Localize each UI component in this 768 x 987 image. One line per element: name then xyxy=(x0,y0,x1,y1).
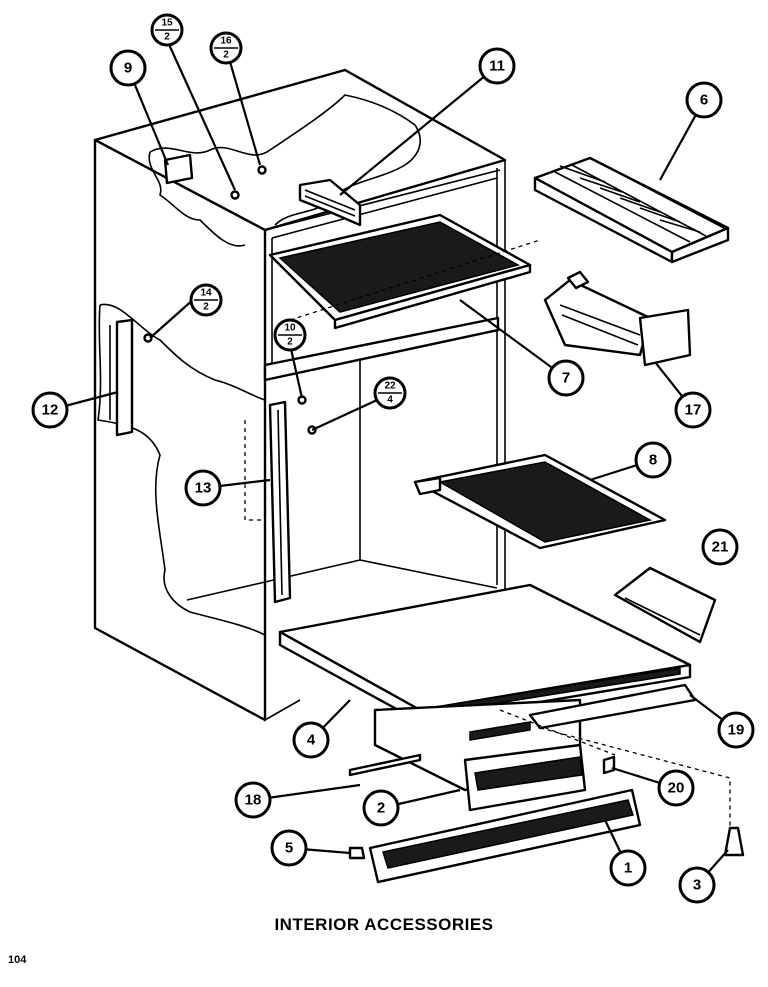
fraction-callout-22-4: 22 4 xyxy=(373,376,407,410)
svg-text:2: 2 xyxy=(287,337,293,348)
callout-11: 11 xyxy=(478,47,516,85)
svg-text:11: 11 xyxy=(489,58,505,75)
svg-text:2: 2 xyxy=(203,302,209,313)
svg-text:2: 2 xyxy=(377,800,385,817)
callout-1: 1 xyxy=(609,849,647,887)
ice-maker xyxy=(543,270,692,367)
callout-3: 3 xyxy=(678,866,716,904)
svg-text:7: 7 xyxy=(562,370,570,387)
callout-6: 6 xyxy=(685,81,723,119)
svg-text:8: 8 xyxy=(649,452,657,469)
callout-17: 17 xyxy=(674,391,712,429)
freezer-shelf xyxy=(268,213,532,330)
callout-21: 21 xyxy=(701,528,739,566)
diagram-caption: INTERIOR ACCESSORIES xyxy=(274,915,494,934)
callout-19: 19 xyxy=(717,711,755,749)
callout-20: 20 xyxy=(657,769,695,807)
crisper-cover xyxy=(278,583,692,724)
svg-text:16: 16 xyxy=(220,36,232,47)
svg-text:4: 4 xyxy=(307,732,316,749)
callout-13: 13 xyxy=(184,469,222,507)
refrigerator-cabinet xyxy=(93,68,507,722)
clip xyxy=(602,755,616,775)
svg-text:17: 17 xyxy=(685,402,702,419)
callout-7: 7 xyxy=(547,359,585,397)
svg-text:14: 14 xyxy=(200,288,212,299)
leveling-leg xyxy=(723,826,745,857)
callout-12: 12 xyxy=(31,391,69,429)
crisper-pan xyxy=(373,698,587,812)
callout-18: 18 xyxy=(234,781,272,819)
control-box xyxy=(163,153,194,185)
leader-lines xyxy=(49,39,737,886)
svg-text:21: 21 xyxy=(712,539,729,556)
svg-text:2: 2 xyxy=(164,32,170,43)
svg-text:5: 5 xyxy=(285,840,293,857)
shelf-rail-left xyxy=(244,400,292,604)
callout-5: 5 xyxy=(270,829,308,867)
fraction-callout-15-2: 15 2 xyxy=(150,13,184,47)
shelf-retainer-bar xyxy=(298,178,362,227)
svg-text:15: 15 xyxy=(161,18,173,29)
toe-grille xyxy=(368,788,642,884)
svg-text:4: 4 xyxy=(387,395,393,406)
callout-9: 9 xyxy=(109,49,147,87)
callout-8: 8 xyxy=(634,441,672,479)
ice-cube-tray xyxy=(289,156,730,321)
fraction-callout-16-2: 16 2 xyxy=(209,31,243,65)
svg-text:2: 2 xyxy=(223,50,229,61)
bracket xyxy=(613,566,717,644)
svg-text:9: 9 xyxy=(124,60,132,77)
svg-text:6: 6 xyxy=(700,92,708,109)
svg-text:3: 3 xyxy=(693,877,701,894)
callout-2: 2 xyxy=(362,789,400,827)
fresh-food-shelf xyxy=(413,453,667,550)
svg-text:10: 10 xyxy=(284,323,296,334)
svg-text:12: 12 xyxy=(42,402,59,419)
callout-4: 4 xyxy=(292,721,330,759)
side-bracket xyxy=(115,318,134,437)
svg-text:13: 13 xyxy=(195,480,212,497)
svg-text:20: 20 xyxy=(668,780,685,797)
fraction-callout-14-2: 14 2 xyxy=(189,283,223,317)
svg-text:19: 19 xyxy=(728,722,745,739)
svg-text:1: 1 xyxy=(624,860,632,877)
support-bar xyxy=(348,753,422,777)
svg-text:18: 18 xyxy=(245,792,262,809)
screw xyxy=(348,846,366,860)
svg-text:22: 22 xyxy=(384,381,396,392)
fraction-callout-10-2: 10 2 xyxy=(273,318,307,352)
page-number: 104 xyxy=(8,954,27,966)
